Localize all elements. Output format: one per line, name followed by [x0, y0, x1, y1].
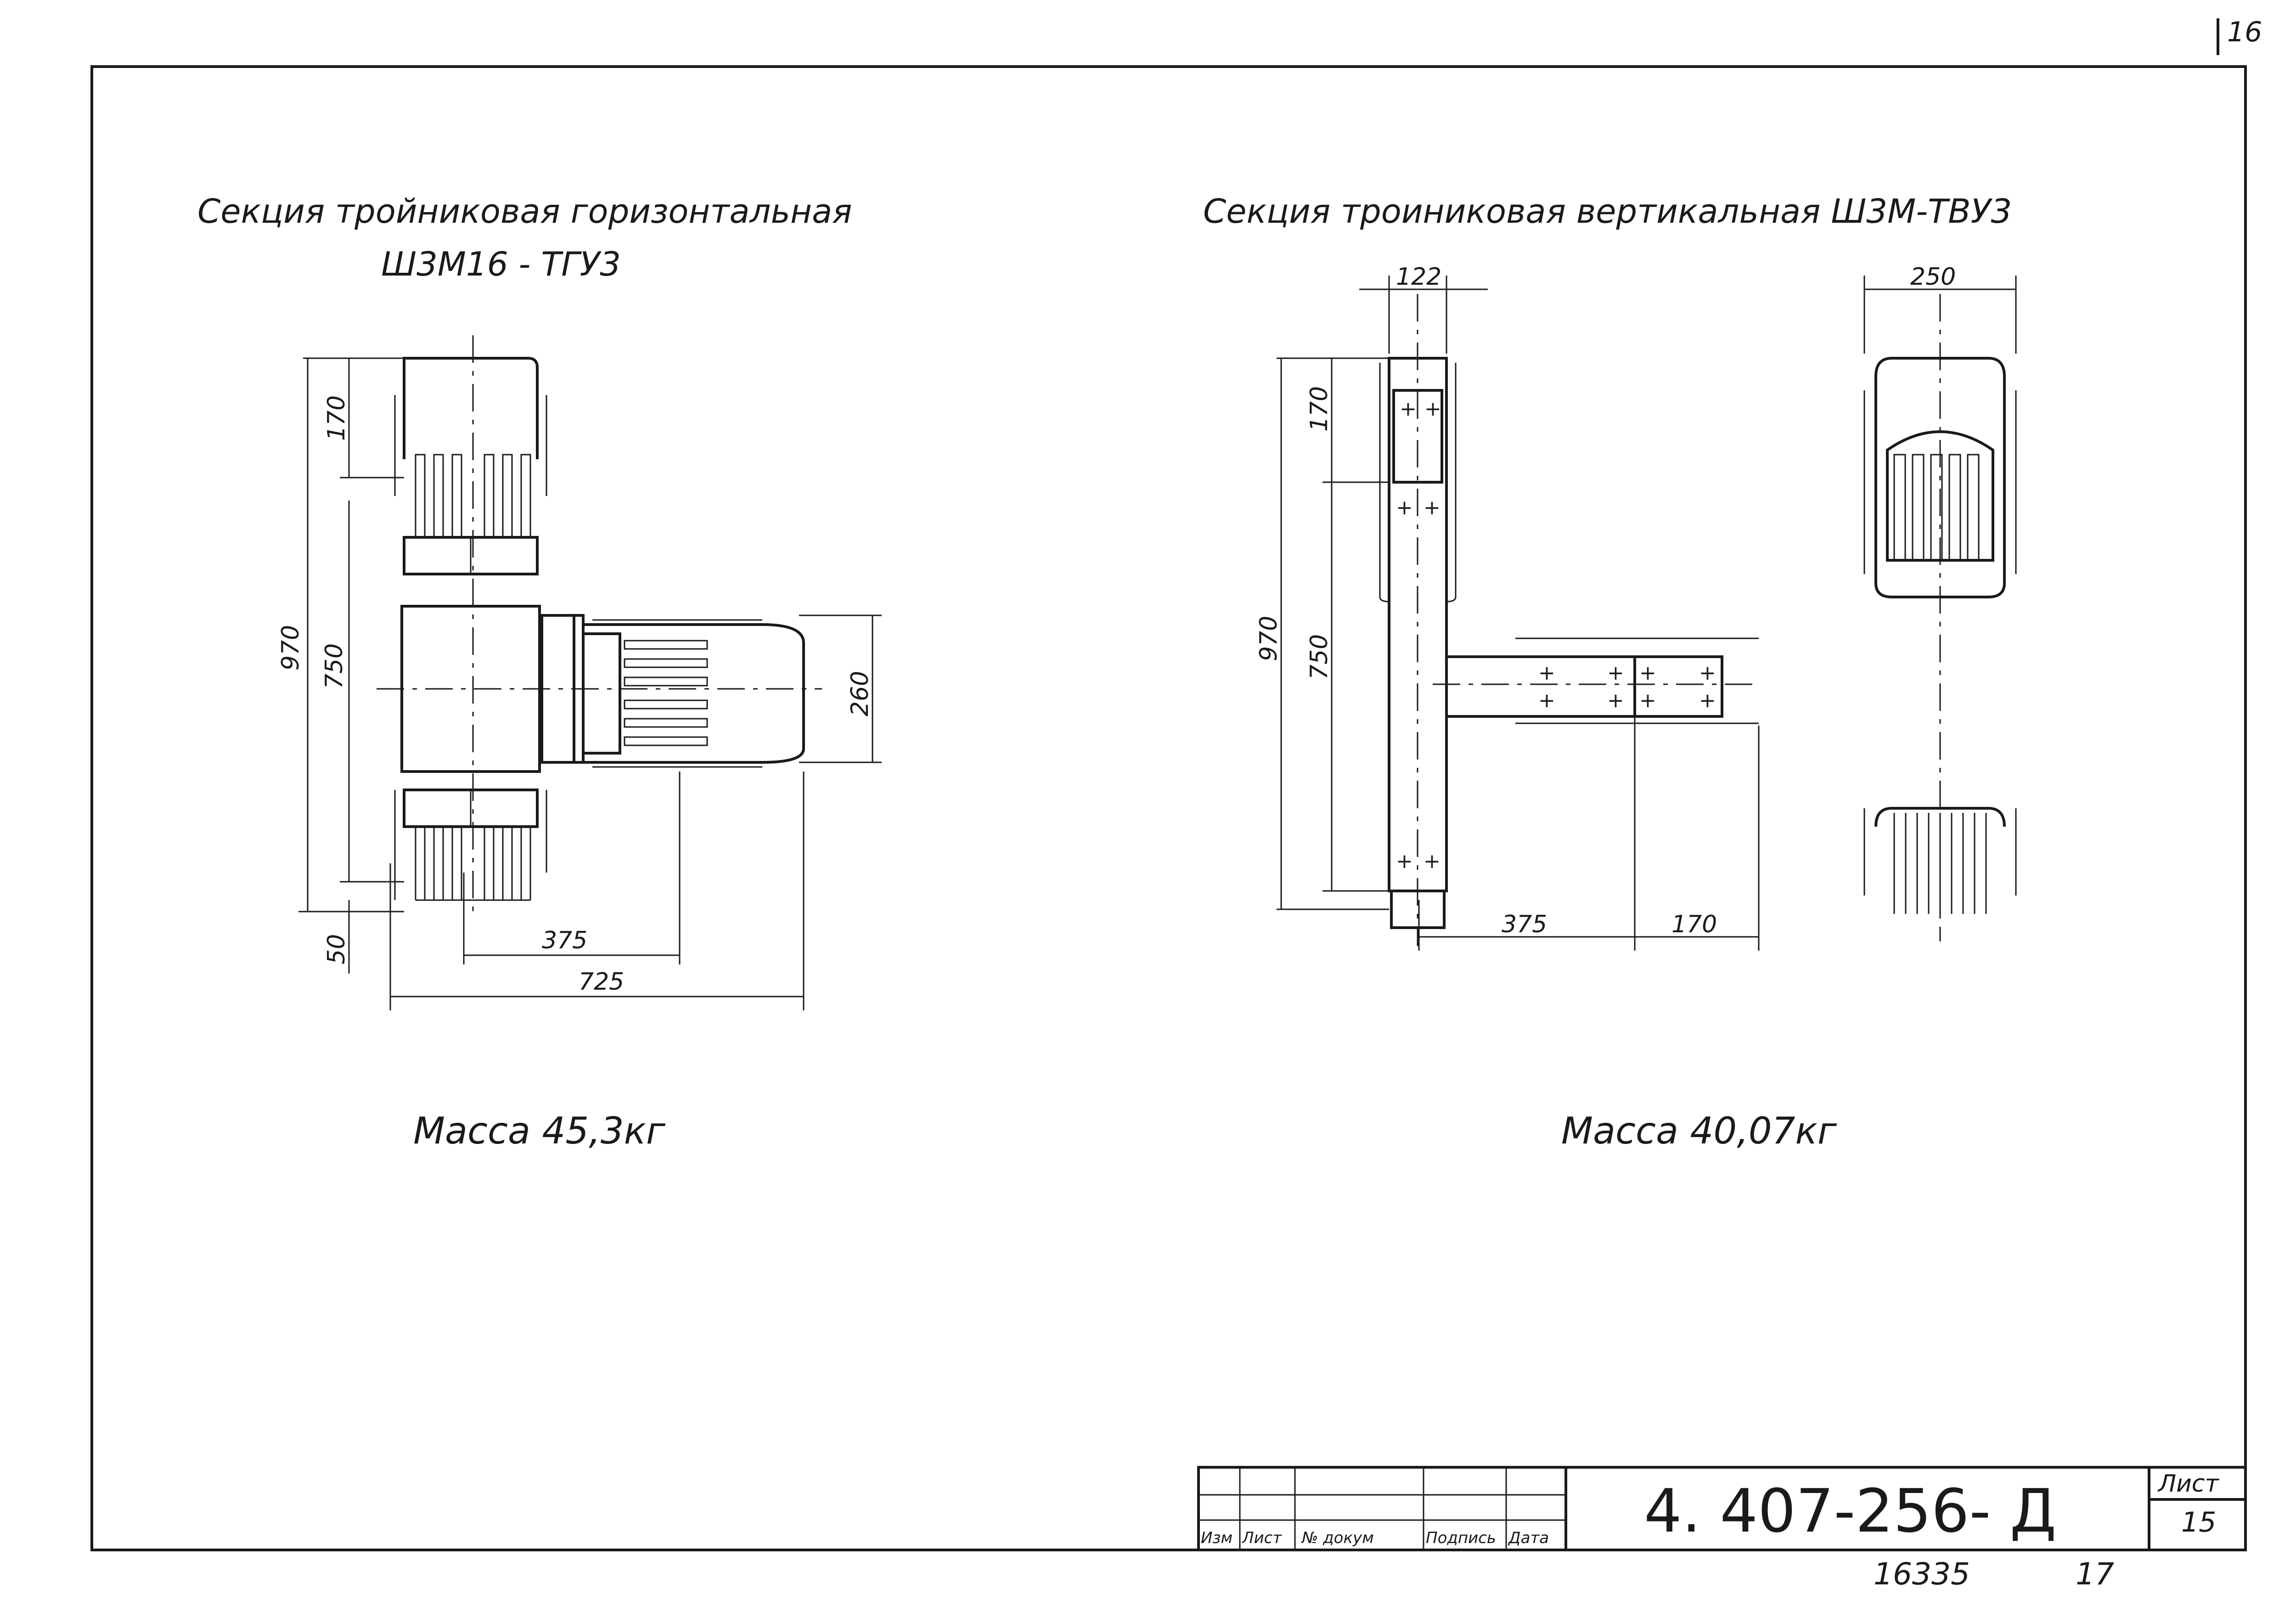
title-doc-number: 4. 407-256- Д — [1644, 1476, 2056, 1546]
title-col-list: Лист — [1241, 1529, 1282, 1547]
left-title-line2: Ш3М16 - ТГУ3 — [381, 245, 621, 283]
right-plus-mark: + — [1699, 689, 1716, 712]
left-bottom-busbars — [415, 827, 531, 901]
title-block — [1197, 1466, 2247, 1551]
right-plus-mark: + — [1607, 661, 1624, 685]
right-plus-mark: + — [1538, 689, 1555, 712]
page-number: 17 — [2076, 1556, 2114, 1592]
right-plus-mark: + — [1607, 689, 1624, 712]
left-dim-750: 750 — [321, 643, 348, 689]
right-dim-250: 250 — [1910, 263, 1956, 291]
right-dim-970: 970 — [1255, 616, 1283, 661]
sheet-frame — [90, 18, 2247, 1551]
right-plus-mark: + — [1400, 397, 1417, 421]
right-plus-mark: + — [1396, 496, 1413, 519]
title-sheet-number: 15 — [2181, 1506, 2216, 1538]
title-col-podpis: Подпись — [1426, 1529, 1496, 1547]
left-dim-50: 50 — [323, 934, 350, 964]
title-col-izm: Изм — [1201, 1529, 1232, 1547]
right-dim-750: 750 — [1306, 634, 1333, 680]
right-title: Секция троиниковая вертикальная Ш3М-ТВУ3 — [1203, 192, 2012, 231]
left-dim-260: 260 — [846, 671, 874, 716]
right-plus-mark: + — [1424, 397, 1441, 421]
right-plus-mark: + — [1424, 850, 1441, 873]
right-dim-375: 375 — [1502, 911, 1547, 938]
right-plus-mark: + — [1699, 661, 1716, 685]
right-plus-mark: + — [1639, 661, 1656, 685]
right-plus-mark: + — [1538, 661, 1555, 685]
right-dim-170-bottom: 170 — [1671, 911, 1717, 938]
left-dim-970: 970 — [277, 625, 304, 670]
right-dim-170: 170 — [1306, 386, 1333, 432]
right-front-view: + + + + + + + + + + + + + + — [1379, 294, 1759, 946]
left-mass: Масса 45,3кг — [413, 1110, 666, 1152]
left-dim-375: 375 — [542, 927, 587, 954]
left-title-line1: Секция тройниковая горизонтальная — [197, 192, 852, 231]
right-side-view — [1863, 294, 2017, 941]
right-dimensions — [1277, 276, 2017, 951]
right-mass: Масса 40,07кг — [1561, 1110, 1837, 1152]
left-dim-170: 170 — [323, 395, 350, 441]
inventory-number: 16335 — [1874, 1556, 1970, 1592]
right-side-busbars — [1893, 454, 1980, 561]
left-branch-busbars — [624, 640, 708, 746]
left-section: Секция тройниковая горизонтальная Ш3М16 … — [197, 192, 882, 1152]
right-plus-mark: + — [1396, 850, 1413, 873]
right-plus-mark: + — [1424, 496, 1441, 519]
right-section: Секция троиниковая вертикальная Ш3М-ТВУ3… — [1203, 192, 2017, 1152]
left-tee-drawing — [377, 335, 822, 918]
right-bottom-busbars — [1893, 813, 1987, 914]
right-dim-122: 122 — [1396, 263, 1441, 291]
title-col-data: Дата — [1508, 1529, 1549, 1547]
left-dim-725: 725 — [579, 968, 624, 996]
right-plus-mark: + — [1639, 689, 1656, 712]
sheet-corner-number: 16 — [2227, 16, 2262, 48]
left-dimensions — [298, 357, 882, 1010]
title-col-ndokum: № докум — [1301, 1529, 1374, 1547]
title-sheet-label: Лист — [2157, 1470, 2219, 1498]
